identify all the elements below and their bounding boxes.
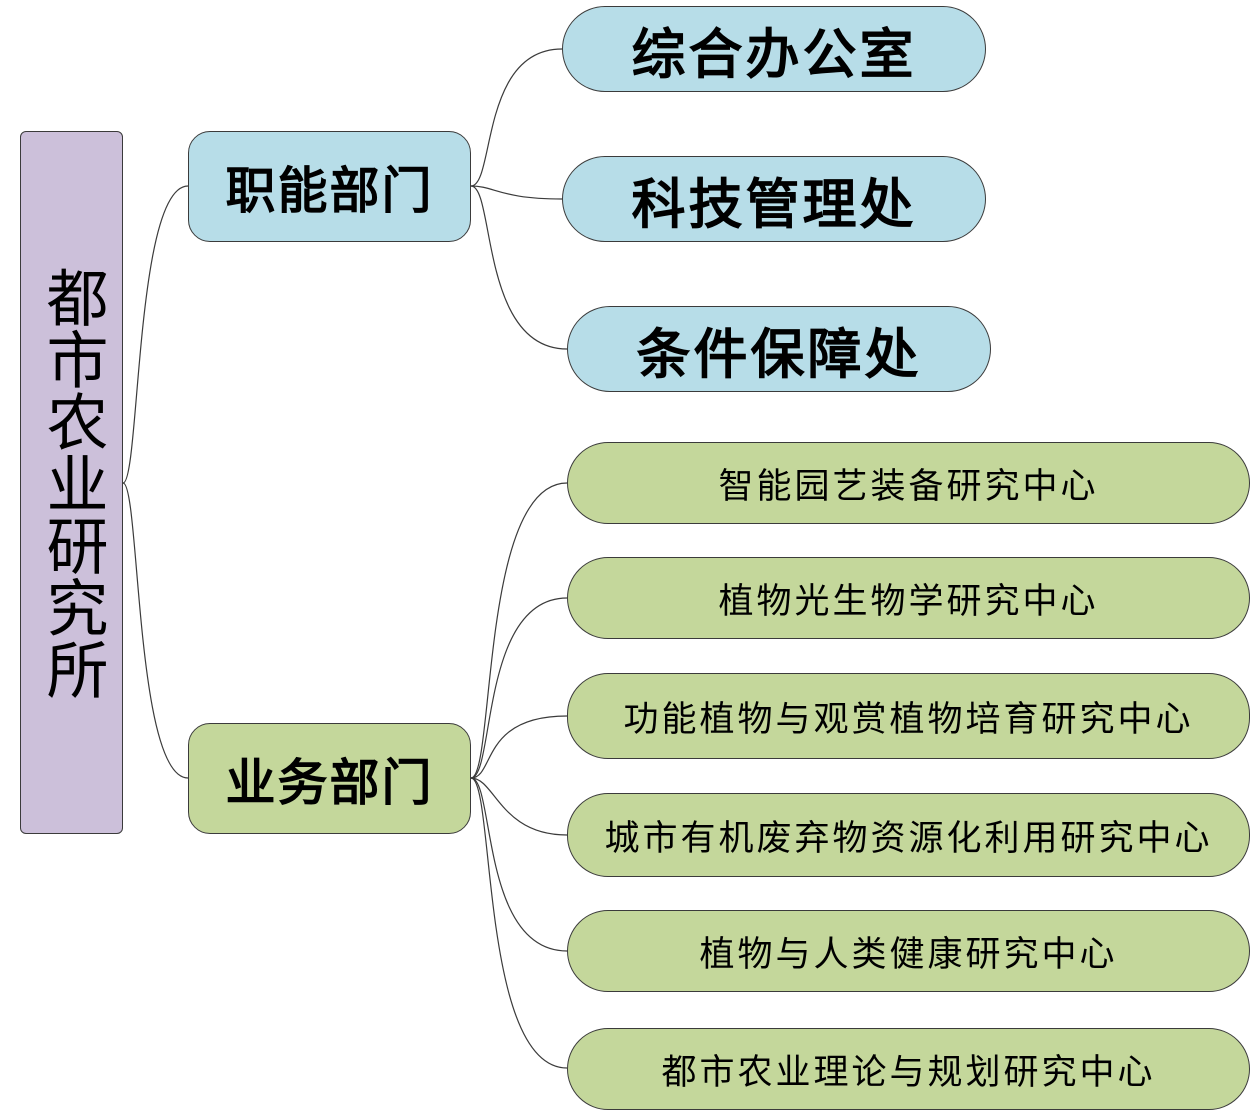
node-smart-horticulture-center: 智能园艺装备研究中心 [567, 442, 1250, 524]
connector-root-business [122, 482, 189, 779]
node-plant-human-health-center: 植物与人类健康研究中心 [567, 910, 1250, 992]
node-label: 城市有机废弃物资源化利用研究中心 [604, 818, 1213, 859]
node-label: 条件保障处 [636, 321, 922, 386]
connector-root-functional [122, 185, 189, 484]
node-label: 智能园艺装备研究中心 [718, 466, 1099, 507]
connector-business-3 [470, 715, 568, 779]
connector-business-1 [470, 482, 568, 779]
connector-business-5 [470, 777, 568, 952]
branch-functional-departments: 职能部门 [188, 131, 471, 242]
node-facility-support: 条件保障处 [567, 306, 991, 392]
node-urban-waste-recycling-center: 城市有机废弃物资源化利用研究中心 [567, 793, 1250, 877]
node-label: 科技管理处 [631, 171, 917, 236]
connector-business-4 [470, 777, 568, 836]
node-science-management: 科技管理处 [562, 156, 986, 242]
node-label: 植物与人类健康研究中心 [699, 934, 1118, 975]
node-label: 都市农业理论与规划研究中心 [661, 1052, 1156, 1093]
connector-business-6 [470, 777, 568, 1069]
connector-functional-office [470, 48, 563, 187]
node-label: 功能植物与观赏植物培育研究中心 [623, 699, 1194, 740]
branch-business-departments: 业务部门 [188, 723, 471, 834]
node-urban-agriculture-planning-center: 都市农业理论与规划研究中心 [567, 1028, 1250, 1110]
root-node: 都市农业研究所 [20, 131, 123, 834]
branch-functional-label: 职能部门 [225, 160, 434, 220]
connector-business-2 [470, 597, 568, 779]
node-plant-photobiology-center: 植物光生物学研究中心 [567, 557, 1250, 639]
root-label: 都市农业研究所 [35, 265, 109, 700]
branch-business-label: 业务部门 [225, 752, 434, 812]
node-functional-ornamental-plant-center: 功能植物与观赏植物培育研究中心 [567, 673, 1250, 759]
node-general-office: 综合办公室 [562, 6, 986, 92]
connector-functional-tech [470, 185, 563, 200]
node-label: 植物光生物学研究中心 [718, 581, 1099, 622]
node-label: 综合办公室 [631, 21, 917, 86]
connector-functional-support [470, 185, 568, 350]
